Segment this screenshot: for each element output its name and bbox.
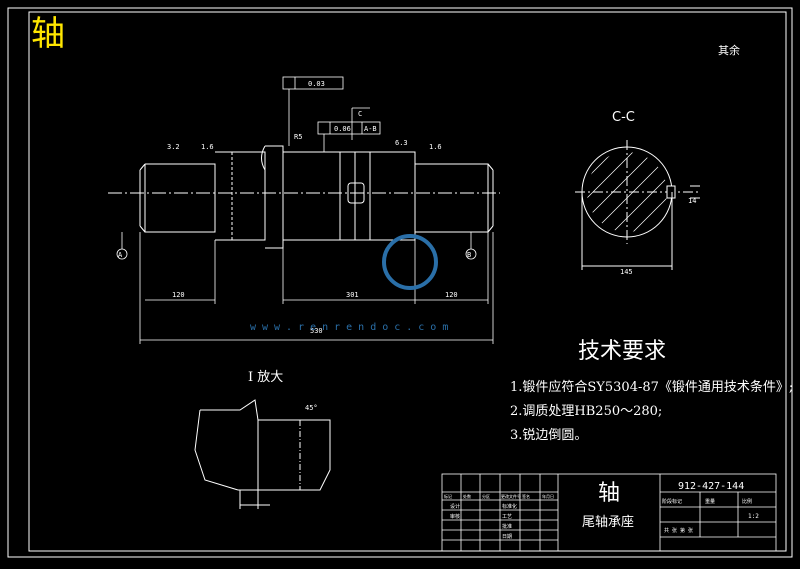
dim-keyway: 14	[688, 197, 696, 205]
tolerance-datum: A-B	[364, 125, 377, 133]
title-scale: 1:2	[748, 513, 759, 520]
corner-title: 轴	[31, 14, 65, 54]
roughness-3: 6.3	[395, 139, 408, 147]
dim-mid-length: 301	[346, 291, 359, 299]
requirement-item-2: 2.调质处理HB250～280;	[510, 404, 663, 419]
title-assembly-name: 尾轴承座	[582, 515, 634, 530]
title-drawing-number: 912-427-144	[678, 481, 744, 492]
outer-border	[7, 7, 793, 558]
dim-left-length: 120	[172, 291, 185, 299]
detail-view	[194, 399, 331, 509]
requirements-heading: 技术要求	[578, 339, 667, 364]
dim-section-width: 145	[620, 268, 633, 276]
title-row-process: 工艺	[502, 514, 512, 520]
title-header-weight: 重量	[705, 498, 715, 505]
requirement-item-1: 1.锻件应符合SY5304-87《锻件通用技术条件》;	[510, 380, 794, 395]
inner-border	[28, 11, 787, 552]
title-header-mark: 标记	[444, 493, 452, 499]
title-header-stage: 阶段标记	[662, 498, 682, 505]
section-cc-label: C-C	[612, 110, 635, 125]
title-row-design: 设计	[450, 503, 460, 510]
watermark-text: www.renrendoc.com	[250, 322, 454, 333]
roughness-4: 1.6	[429, 143, 442, 151]
requirement-item-3: 3.锐边倒圆。	[510, 428, 588, 443]
roughness-1: 1.6	[201, 143, 214, 151]
title-header-zone: 分区	[482, 493, 490, 499]
dimension-lines	[116, 76, 494, 344]
title-header-sign: 签名	[522, 493, 530, 499]
dim-right-length: 120	[445, 291, 458, 299]
detail-texts: 45°	[305, 404, 318, 412]
shaft-main-view	[108, 145, 500, 249]
watermark-logo	[382, 234, 438, 290]
title-sheet-info: 共 张 第 张	[664, 527, 693, 534]
section-cc-texts: 145 14	[620, 197, 696, 276]
fillet-label: R5	[294, 133, 302, 141]
title-row-review: 审核	[450, 513, 460, 520]
title-header-count: 处数	[463, 493, 471, 499]
dim-overall-length: 530	[310, 327, 323, 335]
detail-label: I 放大	[248, 370, 284, 385]
title-part-name: 轴	[598, 481, 620, 506]
datum-b-label: B	[467, 251, 471, 259]
title-header-date: 年月日	[542, 493, 554, 499]
title-row-standard: 标准化	[502, 503, 517, 510]
roughness-2: 3.2	[167, 143, 180, 151]
tolerance-symmetry: 0.06	[334, 125, 351, 133]
datum-a-label: A	[118, 251, 123, 259]
detail-angle: 45°	[305, 404, 318, 412]
dimension-texts: 530 120 301 120 A B C 0.03 0.06 A-B 1.6 …	[118, 80, 471, 335]
title-block-texts: 轴 尾轴承座 912-427-144 1:2 共 张 第 张 阶段标记 重量 比…	[444, 481, 759, 540]
title-header-scale: 比例	[742, 498, 752, 505]
section-cc-view	[575, 140, 700, 270]
roughness-note: 其余	[718, 44, 740, 57]
tolerance-runout: 0.03	[308, 80, 325, 88]
title-row-date: 日期	[502, 534, 512, 540]
title-header-change: 更改文件号	[501, 493, 521, 499]
title-block	[441, 473, 777, 552]
title-row-approve: 批准	[502, 523, 512, 530]
section-c-label: C	[358, 110, 362, 118]
